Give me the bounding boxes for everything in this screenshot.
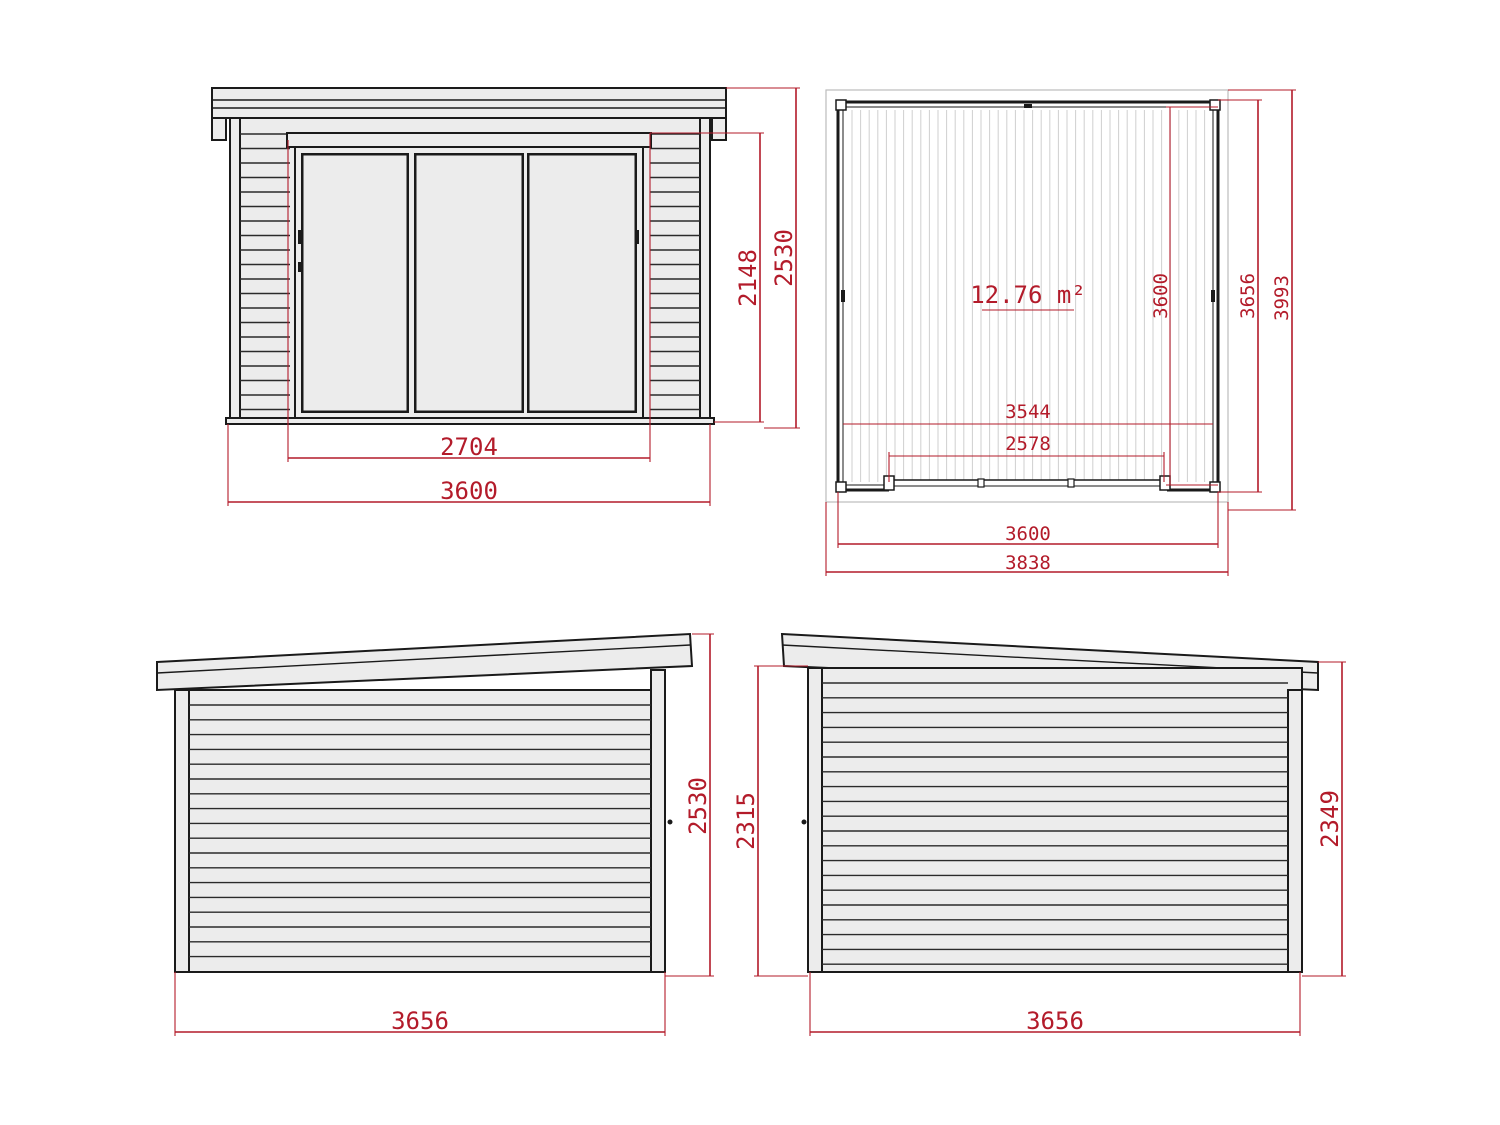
left-side-planks [189,704,651,958]
front-height-label: 2530 [770,229,798,287]
door-glass-left [301,153,409,413]
plan-roof-outline [825,89,1229,503]
front-right-post [699,117,711,423]
right-side-wall [807,667,1303,973]
door-glass-right [527,153,637,413]
right-side-width-label: 3656 [1026,1007,1084,1035]
left-side-roof [156,632,694,692]
plan-depth-label: 3656 [1237,273,1259,319]
side-view-left: 3656 2530 [156,632,714,1036]
plan-overall-depth-label: 3993 [1271,275,1293,321]
front-wall-planks [240,133,700,411]
left-side-width-label: 3656 [391,1007,449,1035]
door-header [286,132,652,148]
plan-wall-width-label: 3600 [1005,523,1051,545]
front-view: 2704 3600 2148 2530 [211,87,800,506]
right-side-low-height-label: 2315 [732,792,760,850]
door-opening-label: 2578 [1005,433,1051,455]
left-side-wall [174,689,666,973]
front-left-post [229,117,241,423]
inner-width-label: 3544 [1005,401,1051,423]
right-side-high-height-label: 2349 [1316,790,1344,848]
plan-view: 12.76 m² 3544 2578 3600 3838 3600 3656 [825,89,1296,576]
left-side-height-label: 2530 [684,777,712,835]
floor-area-label: 12.76 m² [970,281,1086,309]
plan-wall-depth-label: 3600 [1150,273,1172,319]
front-roof [211,87,727,119]
plan-floor-boards [851,110,1206,482]
door-height-label: 2148 [734,249,762,307]
front-width-label: 3600 [440,477,498,505]
door-width-label: 2704 [440,433,498,461]
right-side-planks [822,682,1288,965]
side-view-right: 3656 2315 2349 [732,632,1346,1036]
door-glass-middle [414,153,524,413]
plan-overall-width-label: 3838 [1005,552,1051,574]
